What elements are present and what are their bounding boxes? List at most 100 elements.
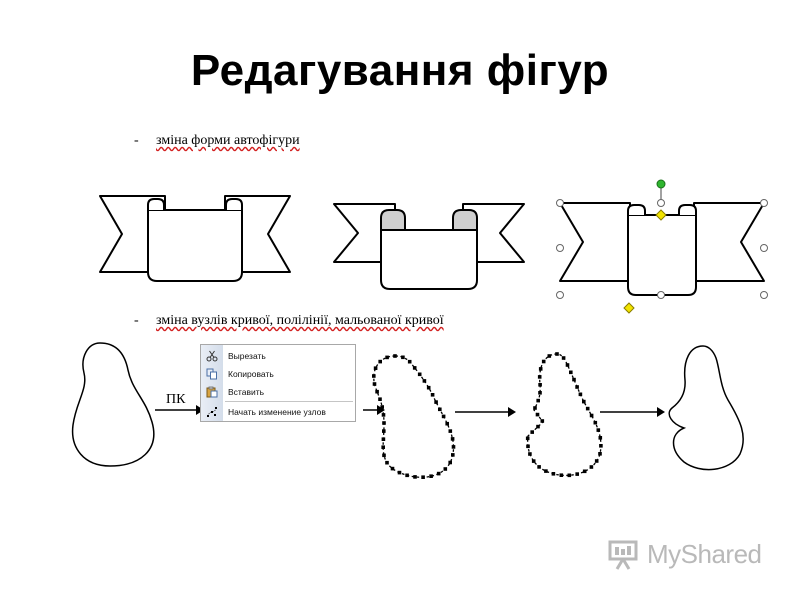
edit-point-icon[interactable] xyxy=(533,406,537,410)
edit-point-icon[interactable] xyxy=(565,363,570,367)
edit-point-icon[interactable] xyxy=(525,436,530,441)
edit-point-icon[interactable] xyxy=(538,391,542,395)
menu-item-label: Копировать xyxy=(228,369,274,379)
edit-point-icon[interactable] xyxy=(450,437,455,441)
resize-handle-icon xyxy=(556,199,564,207)
edit-point-icon[interactable] xyxy=(375,389,379,394)
watermark-logo: MyShared xyxy=(607,537,762,571)
freeform-curve-dragging-point xyxy=(526,353,602,476)
edit-point-icon[interactable] xyxy=(598,452,602,456)
context-menu-icon-strip xyxy=(201,345,223,421)
edit-point-icon[interactable] xyxy=(582,469,587,474)
edit-point-icon[interactable] xyxy=(537,375,542,379)
edit-point-icon[interactable] xyxy=(561,356,566,360)
edit-point-icon[interactable] xyxy=(535,412,540,417)
edit-point-icon[interactable] xyxy=(429,474,433,478)
edit-point-icon[interactable] xyxy=(397,470,402,475)
edit-point-icon[interactable] xyxy=(381,437,386,441)
resize-handle-icon xyxy=(760,291,768,299)
edit-point-icon[interactable] xyxy=(422,379,427,383)
edit-point-icon[interactable] xyxy=(551,472,556,476)
edit-point-icon[interactable] xyxy=(589,413,594,418)
edit-point-icon[interactable] xyxy=(585,406,590,411)
edit-point-icon[interactable] xyxy=(381,413,386,417)
edit-point-icon[interactable] xyxy=(589,465,594,469)
edit-point-icon[interactable] xyxy=(378,397,382,401)
edit-point-icon[interactable] xyxy=(575,385,579,389)
edit-point-icon[interactable] xyxy=(436,471,441,476)
menu-separator xyxy=(225,401,353,402)
edit-point-icon[interactable] xyxy=(390,466,395,471)
edit-point-icon[interactable] xyxy=(536,398,540,403)
menu-item-paste[interactable]: Вставить xyxy=(201,383,356,401)
edit-point-icon[interactable] xyxy=(526,444,530,449)
edit-point-icon[interactable] xyxy=(582,399,586,404)
edit-point-icon[interactable] xyxy=(407,359,412,364)
edit-point-icon[interactable] xyxy=(537,465,541,469)
edit-point-icon[interactable] xyxy=(559,473,564,477)
menu-item-copy[interactable]: Копировать xyxy=(201,365,356,383)
edit-point-icon[interactable] xyxy=(594,459,599,463)
edit-point-icon[interactable] xyxy=(382,429,386,433)
edit-point-icon[interactable] xyxy=(575,472,579,476)
edit-point-icon[interactable] xyxy=(578,392,583,397)
edit-point-icon[interactable] xyxy=(382,421,386,425)
edit-point-icon[interactable] xyxy=(540,419,545,423)
edit-point-icon[interactable] xyxy=(448,460,452,465)
menu-item-cut[interactable]: Вырезать xyxy=(201,347,356,365)
edit-point-icon[interactable] xyxy=(381,445,385,449)
resize-handle-icon xyxy=(760,199,768,207)
edit-point-icon[interactable] xyxy=(421,475,425,479)
edit-point-icon[interactable] xyxy=(448,429,453,433)
arrow-to-pear3 xyxy=(455,407,516,417)
edit-point-icon[interactable] xyxy=(530,430,534,434)
edit-point-icon[interactable] xyxy=(567,473,572,478)
edit-point-icon[interactable] xyxy=(596,428,601,432)
edit-point-icon[interactable] xyxy=(547,354,552,358)
edit-point-icon[interactable] xyxy=(434,400,438,404)
edit-point-icon[interactable] xyxy=(378,359,382,364)
edit-point-icon[interactable] xyxy=(572,377,576,382)
edit-point-icon[interactable] xyxy=(599,444,603,448)
edit-point-icon[interactable] xyxy=(417,372,422,377)
edit-point-icon[interactable] xyxy=(555,352,559,356)
ribbon-shape-selected[interactable] xyxy=(556,179,768,314)
edit-point-icon[interactable] xyxy=(538,367,543,371)
edit-point-icon[interactable] xyxy=(441,414,446,419)
edit-point-icon[interactable] xyxy=(385,460,389,465)
edit-points-group-1 xyxy=(372,354,456,479)
ribbon-shape-modified xyxy=(333,203,525,290)
edit-point-icon[interactable] xyxy=(438,407,442,412)
edit-point-icon[interactable] xyxy=(569,370,573,375)
edit-point-icon[interactable] xyxy=(541,359,546,364)
edit-point-icon[interactable] xyxy=(405,473,409,478)
edit-point-icon[interactable] xyxy=(451,453,455,457)
edit-point-icon[interactable] xyxy=(445,421,449,426)
edit-point-icon[interactable] xyxy=(538,383,542,387)
edit-point-icon[interactable] xyxy=(373,366,378,370)
edit-point-icon[interactable] xyxy=(385,355,389,360)
edit-point-icon[interactable] xyxy=(544,469,548,473)
edit-point-icon[interactable] xyxy=(531,459,536,463)
edit-point-icon[interactable] xyxy=(443,467,448,471)
edit-point-icon[interactable] xyxy=(413,475,417,479)
edit-point-icon[interactable] xyxy=(451,445,456,449)
adjust-handle-icon xyxy=(623,302,635,314)
scissors-icon xyxy=(206,350,218,362)
edit-point-icon[interactable] xyxy=(393,354,397,358)
edit-point-icon[interactable] xyxy=(593,420,598,425)
edit-point-icon[interactable] xyxy=(380,405,384,409)
edit-point-icon[interactable] xyxy=(401,355,405,360)
logo-text: MyShared xyxy=(647,538,762,569)
edit-point-icon[interactable] xyxy=(528,452,532,456)
edit-point-icon[interactable] xyxy=(426,385,431,390)
menu-item-edit-points[interactable]: Начать изменение узлов xyxy=(201,403,356,421)
paste-icon xyxy=(206,386,218,398)
edit-point-icon[interactable] xyxy=(412,366,417,370)
edit-point-icon[interactable] xyxy=(430,393,435,397)
edit-point-icon[interactable] xyxy=(382,453,386,458)
edit-point-icon[interactable] xyxy=(372,382,377,386)
edit-point-icon[interactable] xyxy=(372,374,376,378)
edit-point-icon[interactable] xyxy=(598,436,603,440)
edit-point-icon[interactable] xyxy=(536,424,540,429)
